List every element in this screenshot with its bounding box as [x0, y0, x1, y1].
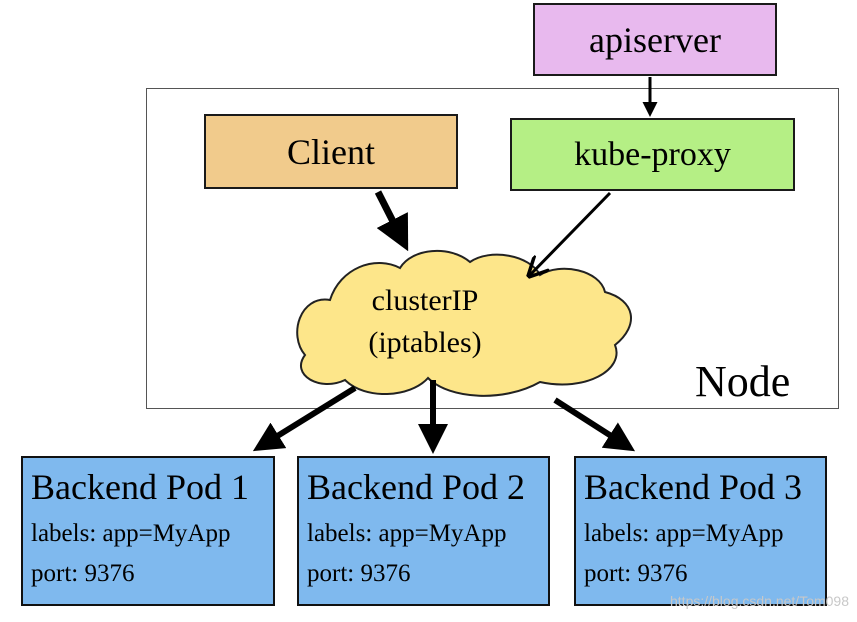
cluster-ip-cloud	[296, 250, 632, 397]
client-label: Client	[287, 131, 375, 172]
kube-proxy-label: kube-proxy	[574, 135, 731, 173]
cluster-ip-line2: (iptables)	[368, 326, 482, 359]
arrow-clusterip-to-pod3	[553, 397, 636, 452]
cluster-ip-line1: clusterIP	[371, 284, 479, 317]
backend-pod-1: Backend Pod 1 labels: app=MyApp port: 93…	[21, 456, 275, 606]
pod-labels: labels: app=MyApp	[584, 520, 784, 547]
node-label: Node	[695, 357, 791, 406]
watermark: https://blog.csdn.net/Tom098	[670, 593, 849, 609]
pod-labels: labels: app=MyApp	[307, 520, 507, 547]
pod-labels: labels: app=MyApp	[31, 520, 231, 547]
apiserver-box: apiserver	[533, 3, 777, 76]
kube-proxy-box: kube-proxy	[510, 118, 795, 191]
pod-port: port: 9376	[584, 560, 688, 587]
client-box: Client	[204, 114, 458, 189]
backend-pod-3: Backend Pod 3 labels: app=MyApp port: 93…	[574, 456, 827, 606]
arrow-client-to-clusterip	[374, 190, 409, 252]
cluster-ip-text: clusterIP (iptables)	[340, 280, 510, 364]
pod-title: Backend Pod 2	[307, 467, 525, 507]
pod-title: Backend Pod 3	[584, 467, 802, 507]
backend-pod-2: Backend Pod 2 labels: app=MyApp port: 93…	[297, 456, 550, 606]
pod-title: Backend Pod 1	[31, 467, 249, 507]
pod-port: port: 9376	[31, 560, 135, 587]
arrow-clusterip-to-pod1	[252, 385, 357, 452]
apiserver-label: apiserver	[589, 19, 721, 60]
pod-port: port: 9376	[307, 560, 411, 587]
arrow-kube-proxy-to-clusterip	[530, 191, 612, 275]
